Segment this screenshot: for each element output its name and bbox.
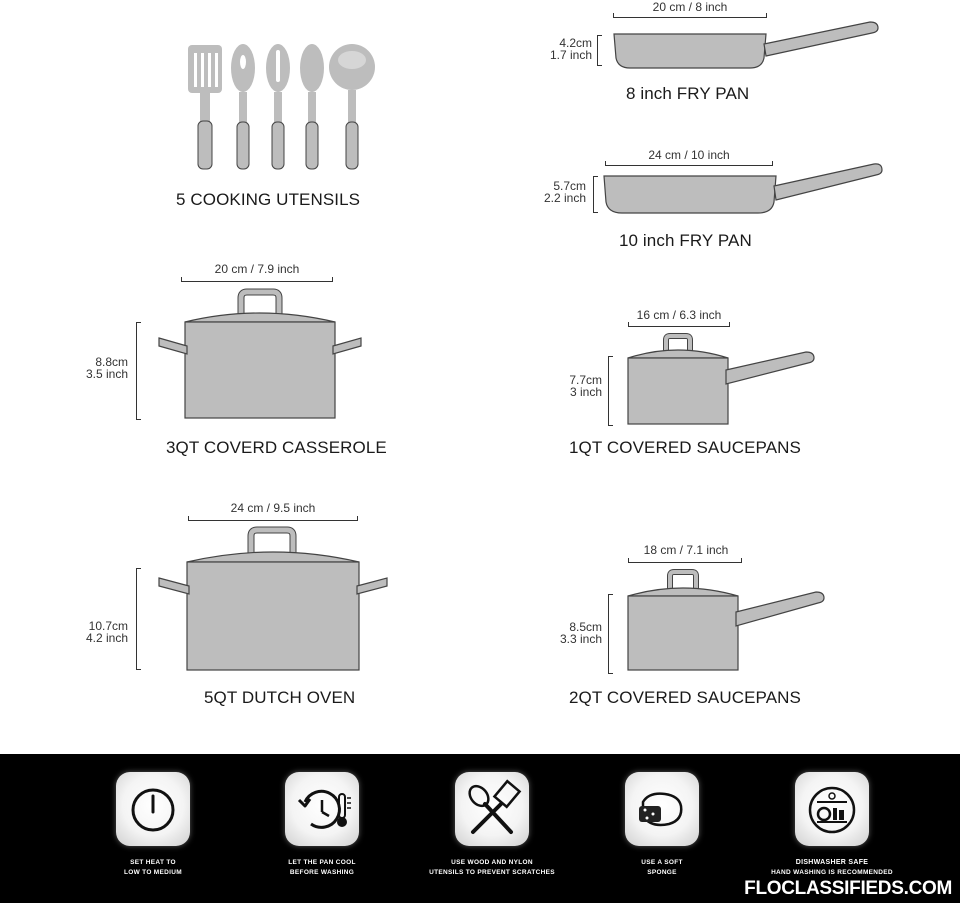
fry10-pan-illustration [603,163,883,214]
fry10-width-label: 24 cm / 10 inch [648,148,730,162]
casserole-height-in: 3.5 inch [85,367,128,381]
fry10-height-bracket [593,176,598,213]
fry10-height-in: 2.2 inch [543,191,586,205]
heat-dial-icon [116,772,190,846]
dutch-oven-illustration [158,526,388,671]
saucepan1-height-bracket [608,356,613,426]
saucepan2-title: 2QT COVERED SAUCEPANS [569,688,801,707]
dutch-width-label: 24 cm / 9.5 inch [230,501,316,515]
watermark: FLOCLASSIFIEDS.COM [744,878,952,899]
fry10-title: 10 inch FRY PAN [619,231,752,250]
casserole-width-bracket [181,277,333,282]
utensils-title: 5 COOKING UTENSILS [176,190,361,209]
casserole-illustration [158,288,362,419]
dutch-height-cm: 10.7cm [88,619,128,633]
casserole-height-cm: 8.8cm [95,355,128,369]
fry8-width-bracket [613,13,767,18]
sponge-icon [625,772,699,846]
fry8-pan-illustration [613,21,879,69]
fry10-width-bracket [605,161,773,166]
cool-timer-icon [285,772,359,846]
fry8-width-label: 20 cm / 8 inch [652,0,728,14]
fry10-height-cm: 5.7cm [553,179,586,193]
dutch-height-bracket [136,568,141,670]
dutch-width-bracket [188,516,358,521]
saucepan2-height-in: 3.3 inch [559,632,602,646]
utensils-icon [455,772,529,846]
dutch-title: 5QT DUTCH OVEN [204,688,356,707]
saucepan2-width-label: 18 cm / 7.1 inch [643,543,729,557]
fry8-title: 8 inch FRY PAN [626,84,750,103]
saucepan1-width-label: 16 cm / 6.3 inch [636,308,722,322]
fry8-height-in: 1.7 inch [549,48,592,62]
saucepan2-height-cm: 8.5cm [569,620,602,634]
saucepan2-illustration [627,569,825,671]
casserole-height-bracket [136,322,141,420]
fry8-height-cm: 4.2cm [559,36,592,50]
dishwasher-icon [795,772,869,846]
casserole-width-label: 20 cm / 7.9 inch [214,262,300,276]
saucepan1-height-cm: 7.7cm [569,373,602,387]
saucepan1-height-in: 3 inch [569,385,602,399]
casserole-title: 3QT COVERD CASSEROLE [166,438,387,457]
fry8-height-bracket [597,35,602,66]
utensils-illustration [188,44,375,170]
saucepan1-illustration [627,333,815,425]
saucepan2-width-bracket [628,558,742,563]
saucepan2-height-bracket [608,594,613,674]
dutch-height-in: 4.2 inch [85,631,128,645]
saucepan1-width-bracket [628,322,730,327]
saucepan1-title: 1QT COVERED SAUCEPANS [569,438,801,457]
